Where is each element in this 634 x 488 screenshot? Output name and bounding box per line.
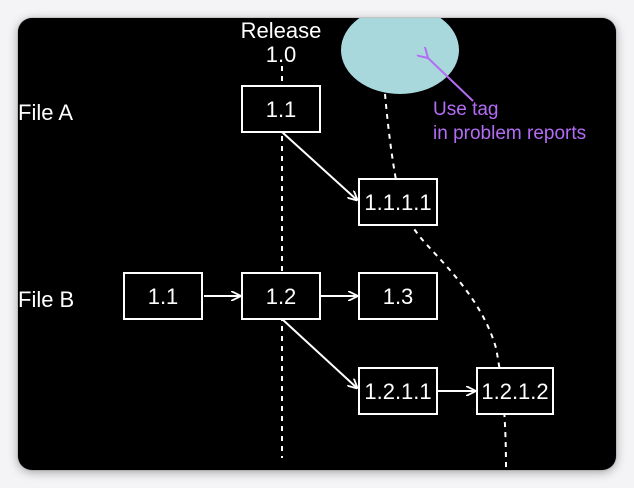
node-b-1-1: 1.1 xyxy=(123,272,203,320)
callout-line1: Use tag xyxy=(433,99,498,120)
node-label: 1.2.1.2 xyxy=(481,379,548,404)
node-label: 1.1 xyxy=(266,97,297,122)
node-b-1-2-1-1: 1.2.1.1 xyxy=(358,367,438,415)
arrow-a11-to-a1111 xyxy=(281,131,357,200)
node-b-1-2-1-2: 1.2.1.2 xyxy=(476,367,554,415)
version-tree-diagram: Release 1.0 File A File B 1.1 1.1.1.1 1.… xyxy=(18,18,586,470)
node-a-1-1-1-1: 1.1.1.1 xyxy=(358,178,438,226)
diagram-card: Release 1.0 File A File B 1.1 1.1.1.1 1.… xyxy=(18,18,616,470)
release-label-line1: Release xyxy=(241,18,322,43)
node-b-1-2: 1.2 xyxy=(241,272,321,320)
node-label: 1.1.1.1 xyxy=(364,190,431,215)
file-a-label: File A xyxy=(18,100,73,125)
file-b-label: File B xyxy=(18,287,74,312)
node-label: 1.2.1.1 xyxy=(364,379,431,404)
node-label: 1.2 xyxy=(266,284,297,309)
release-label-line2: 1.0 xyxy=(266,42,297,67)
callout-arrow xyxy=(428,58,474,102)
node-a-1-1: 1.1 xyxy=(241,85,321,133)
callout-line2: in problem reports xyxy=(433,123,586,144)
node-label: 1.1 xyxy=(148,284,179,309)
node-label: 1.3 xyxy=(383,284,414,309)
tag-ellipse xyxy=(341,18,459,94)
arrow-b12-to-b1211 xyxy=(281,318,357,388)
node-b-1-3: 1.3 xyxy=(358,272,438,320)
